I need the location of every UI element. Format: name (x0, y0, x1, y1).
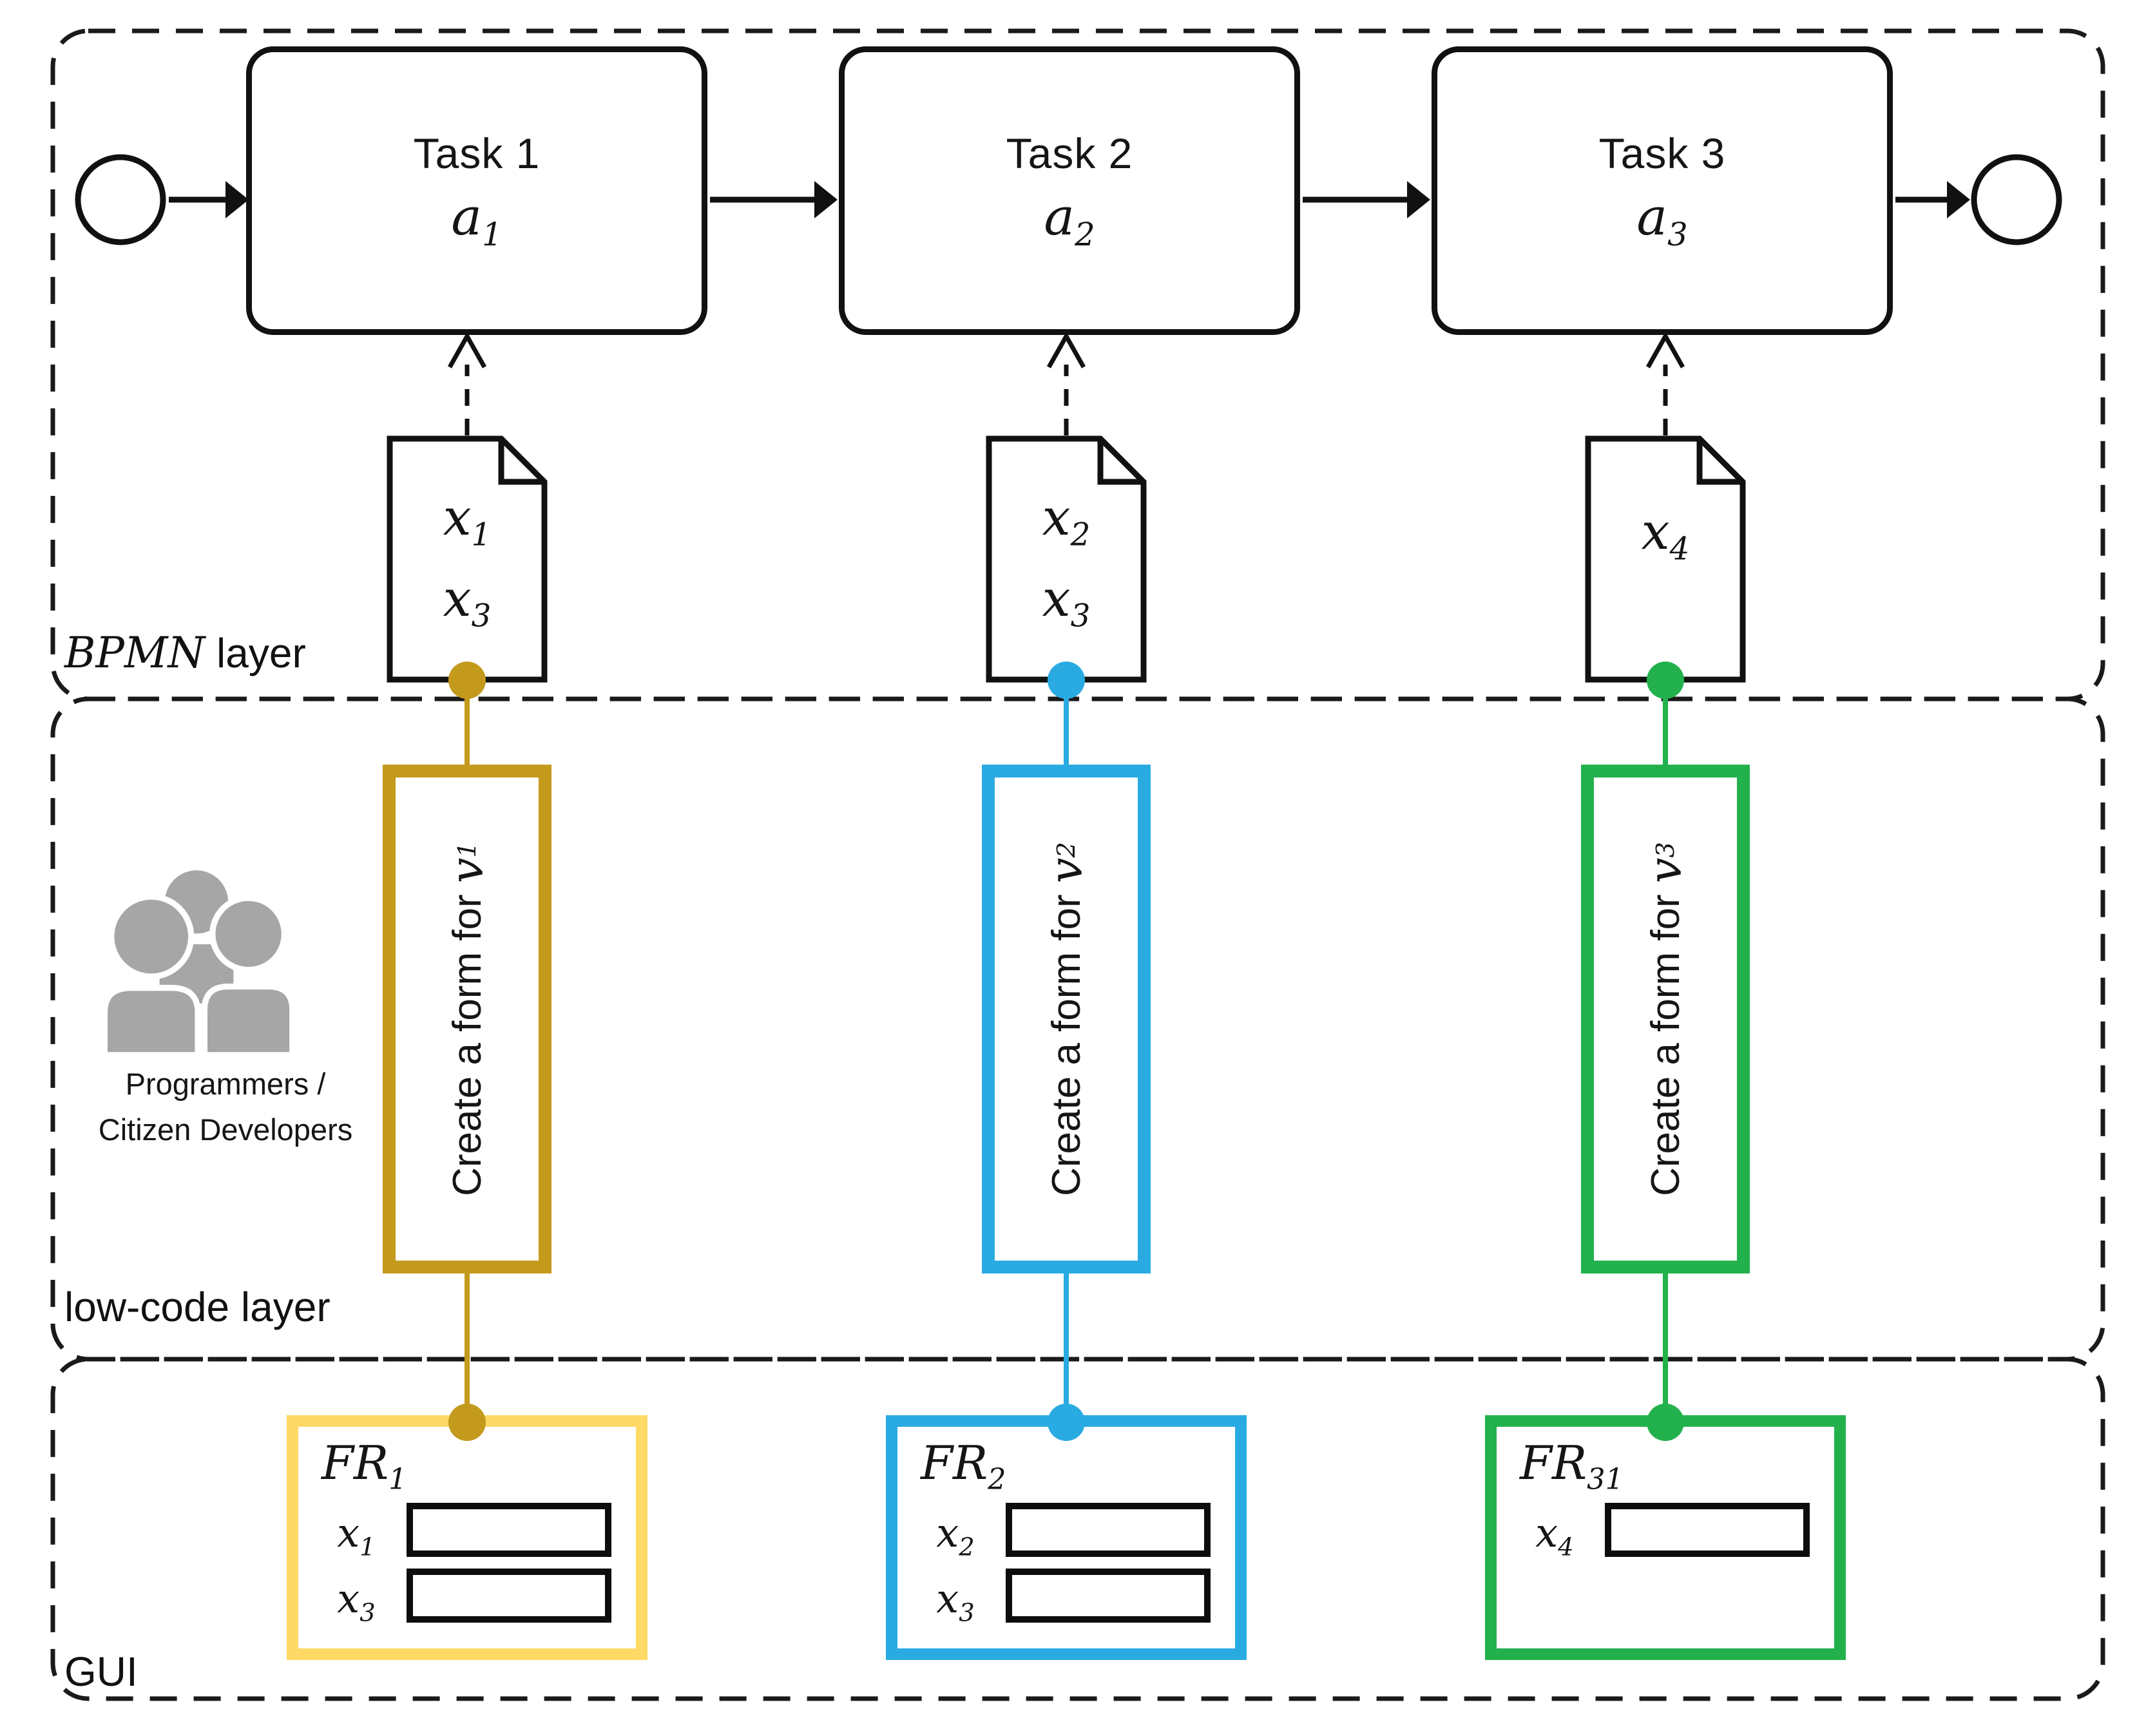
gui-layer-label: GUI (64, 1648, 138, 1695)
task-1-title: Task 1 (413, 129, 541, 177)
task-3-activity-symbol: a3 (1636, 186, 1688, 253)
form-fr1-field1-input[interactable] (407, 1503, 611, 1557)
task-2-box: Task 2 a2 (839, 46, 1300, 335)
end-event-circle (1971, 154, 2062, 245)
data-object-1-icon (387, 435, 548, 683)
connector-dot-1-doc (448, 662, 486, 699)
connector-dot-3-form (1647, 1404, 1684, 1441)
connector-dot-2-doc (1048, 662, 1085, 699)
task-1-activity-symbol: a1 (451, 186, 503, 253)
task-2-title: Task 2 (1006, 129, 1133, 177)
form-fr31-box: FR31 x4 (1485, 1415, 1846, 1660)
lowcode-layer-label: low-code layer (64, 1284, 331, 1330)
connector-line-2-lower (1064, 1270, 1069, 1422)
data-object-3-vars: x4 (1641, 503, 1690, 568)
task-2-activity-symbol: a2 (1044, 186, 1095, 253)
connector-dot-2-form (1048, 1404, 1085, 1441)
create-form-task-2-box (982, 765, 1151, 1273)
connector-line-1-lower (465, 1270, 470, 1422)
lowcode-layer-boundary (50, 696, 2105, 1362)
actors-caption-line1: Programmers / (125, 1067, 326, 1101)
form-fr31-label: FR31 (1520, 1436, 1624, 1496)
form-fr2-label: FR2 (921, 1436, 1006, 1496)
form-fr2-field2-label: x3 (936, 1575, 975, 1628)
form-fr1-field1-label: x1 (337, 1509, 376, 1562)
connector-line-2-upper (1064, 678, 1069, 767)
form-fr2-box: FR2 x2 x3 (886, 1415, 1247, 1660)
form-fr1-label: FR1 (321, 1436, 407, 1496)
form-fr2-field1-input[interactable] (1006, 1503, 1211, 1557)
connector-line-1-upper (465, 678, 470, 767)
task-3-title: Task 3 (1598, 129, 1726, 177)
connector-dot-1-form (448, 1404, 486, 1441)
connector-line-3-lower (1663, 1270, 1668, 1422)
actors-caption-line2: Citizen Developers (98, 1112, 353, 1147)
bpmn-layer-boundary (50, 28, 2105, 701)
start-event-circle (75, 154, 166, 245)
data-association-arrows (447, 331, 1685, 435)
bpmn-layer-label: BPMN layer (64, 628, 306, 678)
form-fr1-field2-label: x3 (337, 1575, 376, 1628)
create-form-task-1-box (383, 765, 551, 1273)
people-group-icon (101, 864, 296, 1056)
connector-dot-3-doc (1647, 662, 1684, 699)
gui-layer-boundary (50, 1357, 2105, 1701)
task-3-box: Task 3 a3 (1432, 46, 1893, 335)
form-fr2-field1-label: x2 (936, 1509, 975, 1562)
sequence-flow-arrowheads (225, 181, 1970, 218)
actors-caption: Programmers / Citizen Developers (58, 1062, 393, 1152)
data-object-3-icon (1585, 435, 1746, 683)
form-fr1-box: FR1 x1 x3 (287, 1415, 647, 1660)
task-1-box: Task 1 a1 (246, 46, 707, 335)
create-form-task-3-box (1581, 765, 1750, 1273)
form-fr2-field2-input[interactable] (1006, 1569, 1211, 1623)
connector-line-3-upper (1663, 678, 1668, 767)
data-object-2-icon (986, 435, 1147, 683)
form-fr1-field2-input[interactable] (407, 1569, 611, 1623)
form-fr31-field1-label: x4 (1535, 1509, 1574, 1562)
form-fr31-field1-input[interactable] (1605, 1503, 1810, 1557)
data-object-1-vars: x1 x3 (443, 489, 492, 634)
data-object-2-vars: x2 x3 (1042, 489, 1091, 634)
